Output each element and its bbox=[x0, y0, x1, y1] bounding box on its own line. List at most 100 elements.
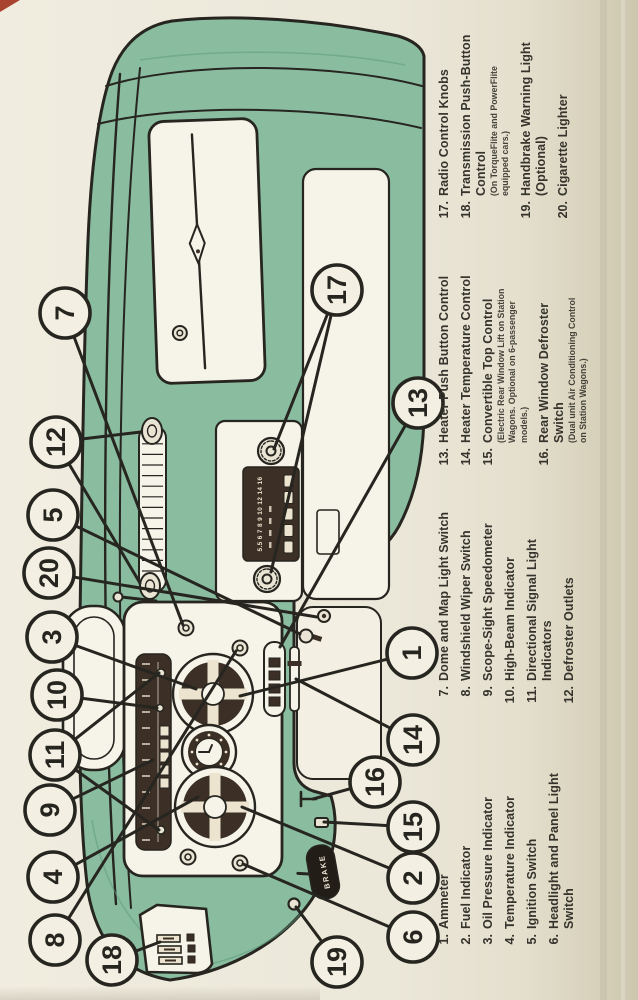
legend-item-label: Ignition Switch bbox=[525, 839, 540, 929]
legend-item-label: Oil Pressure Indicator bbox=[481, 797, 496, 929]
callout-circle bbox=[386, 800, 440, 854]
legend-item-number: 20. bbox=[555, 201, 570, 219]
callout-circle bbox=[386, 713, 440, 767]
callout-number: 8 bbox=[40, 932, 70, 947]
radio-knob-left bbox=[252, 564, 282, 594]
callout-number: 9 bbox=[35, 802, 65, 817]
legend-line: Scope-Sight Speedometer bbox=[481, 523, 495, 681]
transmission-small-button bbox=[186, 933, 195, 942]
legend-item-label: Cigarette Lighter bbox=[556, 94, 571, 196]
callout-number: 19 bbox=[322, 947, 352, 977]
dash-end-cap-line-outer bbox=[105, 67, 423, 87]
cigarette-lighter bbox=[317, 609, 331, 623]
legend-line: Dome and Map Light Switch bbox=[437, 511, 451, 681]
transmission-pushbutton-pod bbox=[138, 903, 214, 975]
leader-line bbox=[79, 430, 143, 441]
gauge-fuel-temperature bbox=[173, 765, 257, 849]
leader-line bbox=[72, 334, 185, 627]
callout-number: 7 bbox=[50, 305, 80, 320]
legend-line: Defroster Outlets bbox=[562, 577, 576, 681]
legend-item-number: 4. bbox=[503, 934, 517, 945]
leader-line bbox=[73, 795, 200, 867]
radio-pushbutton bbox=[283, 540, 294, 554]
callout-number: 2 bbox=[398, 870, 428, 885]
radio-assembly: 5.5 6 7 8 9 10 12 14 16 bbox=[214, 419, 304, 603]
legend-item-number: 11. bbox=[525, 686, 539, 703]
callout-number: 4 bbox=[38, 869, 68, 884]
legend-line: Switch bbox=[562, 888, 576, 929]
ignition-switch bbox=[298, 628, 323, 644]
legend-item-number: 1. bbox=[437, 934, 451, 945]
heater-pushbutton-control bbox=[263, 641, 286, 717]
leader-line bbox=[67, 461, 142, 585]
legend-item-number: 12. bbox=[562, 686, 576, 704]
legend-item-label: Temperature Indicator bbox=[503, 796, 518, 929]
leader-line bbox=[238, 657, 390, 698]
legend-item-number: 8. bbox=[459, 686, 473, 697]
legend-item: 17.Radio Control Knobs bbox=[437, 0, 452, 225]
defroster-outlet-right bbox=[141, 417, 163, 445]
callout-number: 20 bbox=[34, 558, 64, 588]
clock-dot bbox=[195, 738, 199, 742]
leader-line bbox=[311, 787, 353, 801]
radio-pushbutton bbox=[283, 524, 294, 537]
leader-line bbox=[322, 820, 390, 828]
leader-line bbox=[272, 311, 330, 451]
legend-line: Oil Pressure Indicator bbox=[481, 796, 495, 929]
windshield-cowl-line-upper bbox=[103, 72, 122, 906]
legend-item: 2.Fuel Indicator bbox=[459, 706, 474, 958]
legend-note: (Electric Rear Window Lift on Station bbox=[496, 288, 506, 443]
legend-item: 19.Handbrake Warning Light(Optional) bbox=[519, 0, 549, 225]
callout-number: 1 bbox=[397, 645, 427, 660]
clock-dot bbox=[190, 750, 194, 754]
headlight-switch-knob bbox=[231, 854, 249, 872]
legend-line: Cigarette Lighter bbox=[555, 94, 570, 196]
heater-buttons bbox=[268, 657, 281, 707]
leader-line bbox=[74, 524, 302, 636]
legend-note: (Dual unit Air Conditioning Control bbox=[566, 297, 577, 443]
radio-dial-numbers: 5.5 6 7 8 9 10 12 14 16 bbox=[257, 476, 264, 551]
legend-line: Switch bbox=[551, 402, 566, 443]
legend-item-number: 7. bbox=[437, 686, 451, 697]
callout-circle bbox=[28, 913, 82, 967]
legend-item-number: 17. bbox=[437, 201, 451, 219]
page-bottom-shadow bbox=[0, 986, 320, 1000]
legend-item-number: 9. bbox=[481, 686, 495, 697]
callout-circle bbox=[22, 546, 76, 600]
callout-circle bbox=[85, 933, 139, 987]
legend-item: 20. Cigarette Lighter bbox=[556, 0, 571, 225]
heater-pushbutton bbox=[268, 696, 281, 707]
legend-line: Fuel Indicator bbox=[459, 845, 473, 929]
glove-box-door bbox=[147, 117, 267, 385]
leader-line bbox=[73, 671, 161, 742]
legend-note: equipped cars.) bbox=[500, 130, 511, 196]
transmission-small-button bbox=[187, 955, 196, 964]
transmission-button-mark bbox=[163, 937, 174, 940]
legend-line: Transmission Push-Button bbox=[459, 34, 473, 196]
callout-number: 12 bbox=[41, 427, 71, 457]
callout-circle bbox=[38, 286, 92, 340]
leader-line bbox=[74, 643, 198, 691]
legend-item: 12. Defroster Outlets bbox=[562, 458, 577, 710]
legend-item: 10.High-Beam Indicator bbox=[503, 458, 518, 710]
clock-dot bbox=[195, 762, 199, 766]
dial-mark bbox=[269, 530, 272, 536]
legend-line: Ignition Switch bbox=[525, 838, 539, 929]
heater-pushbutton bbox=[268, 657, 281, 668]
leader-line bbox=[241, 862, 392, 929]
odometer-digit bbox=[159, 777, 170, 789]
instrument-cluster bbox=[122, 600, 284, 878]
leader-line bbox=[294, 905, 324, 944]
legend-item-label: Fuel Indicator bbox=[459, 846, 474, 929]
legend-item-number: 16. bbox=[536, 448, 551, 466]
callout-circle bbox=[25, 610, 79, 664]
legend-item-label: Handbrake Warning Light(Optional) bbox=[519, 42, 549, 196]
gauge-ammeter-oil bbox=[171, 652, 255, 736]
speedometer-ticks bbox=[142, 663, 150, 841]
radio-dial-marks bbox=[269, 506, 272, 548]
callout-circle bbox=[29, 415, 83, 469]
